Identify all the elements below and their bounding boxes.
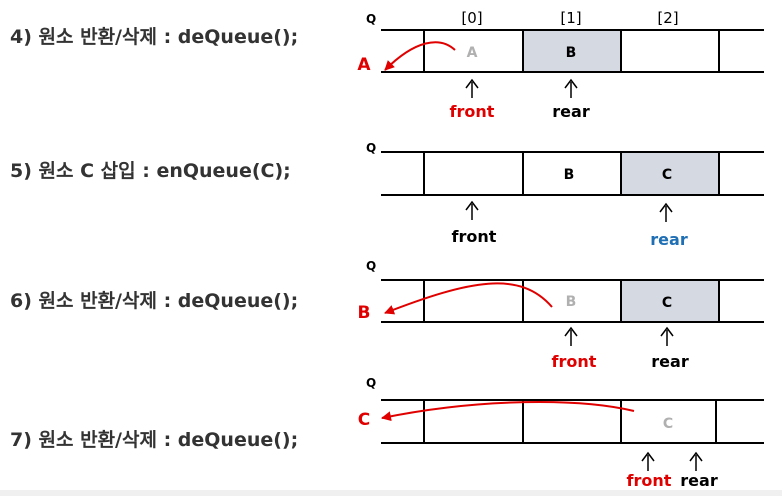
front-pointer: front [452,227,497,246]
queue-cell-fill [621,152,719,195]
queue-cell-value: C [662,295,672,311]
dequeue-arrow [384,282,553,315]
index-label: [0] [461,9,482,27]
rear-pointer: rear [650,230,688,249]
queue-cell-value: B [566,294,577,310]
dequeued-value: A [357,55,371,75]
index-label: [2] [657,9,678,27]
queue-step-4: Q A B A front rear [357,12,764,121]
front-pointer: front [450,102,495,121]
rear-pointer: rear [680,471,718,490]
index-label: [1] [560,9,581,27]
rear-pointer: rear [651,352,689,371]
queue-cell-value: C [662,167,672,183]
queue-label: Q [366,12,376,26]
queue-label: Q [366,376,376,390]
front-pointer: front [627,471,672,490]
step-title: 6) 원소 반환/삭제 : deQueue(); [10,290,298,312]
queue-cell-fill [523,30,621,72]
dequeued-value: C [358,410,370,430]
queue-cell-value: A [467,45,478,61]
rear-pointer: rear [552,102,590,121]
dequeue-arrow [381,400,635,422]
queue-step-5: Q B C front rear [366,141,764,249]
queue-cell-value: C [663,416,673,432]
dequeued-value: B [358,303,371,323]
queue-step-7: Q C C front rear [358,376,764,490]
dequeue-arrow [384,41,456,71]
queue-cell-value: B [566,45,577,61]
queue-cell-value: B [564,167,575,183]
front-pointer: front [552,352,597,371]
queue-cell-fill [621,280,719,322]
queue-label: Q [366,141,376,155]
step-title: 4) 원소 반환/삭제 : deQueue(); [10,26,298,48]
step-title: 5) 원소 C 삽입 : enQueue(C); [10,160,291,182]
bottom-divider [0,490,782,496]
queue-step-6: Q B C B front rear [358,259,764,371]
queue-label: Q [366,259,376,273]
step-title: 7) 원소 반환/삭제 : deQueue(); [10,429,298,451]
